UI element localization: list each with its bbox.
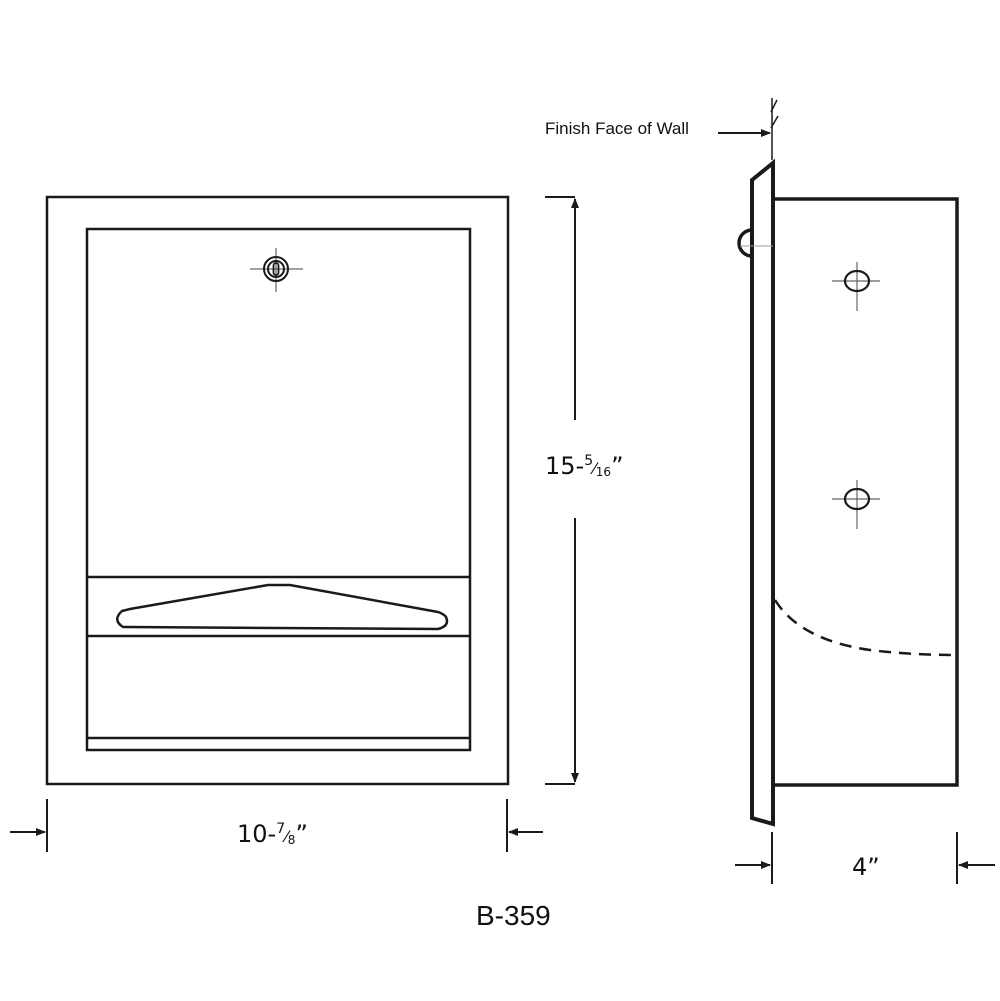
wall-label: Finish Face of Wall	[545, 119, 689, 138]
door-panel	[85, 227, 472, 752]
towel-path-dashed	[773, 599, 958, 657]
front-view	[45, 195, 510, 786]
lock-icon	[250, 248, 303, 292]
width-dimension-label: 10-7⁄8”	[237, 820, 308, 848]
height-dimension-label: 15-5⁄16”	[545, 452, 624, 480]
model-number: B-359	[476, 900, 551, 931]
width-dimension	[10, 799, 543, 852]
mounting-hole-icon	[832, 480, 880, 529]
depth-dimension-label: 4”	[852, 853, 880, 881]
side-view	[737, 98, 959, 827]
mounting-hole-icon	[832, 262, 880, 311]
height-dimension	[545, 196, 579, 785]
outer-flange	[45, 195, 510, 786]
lock-bump	[737, 228, 753, 258]
flange-profile	[750, 158, 775, 827]
depth-dimension	[735, 832, 995, 884]
towel-slot	[116, 583, 449, 631]
cabinet-body	[773, 197, 959, 787]
